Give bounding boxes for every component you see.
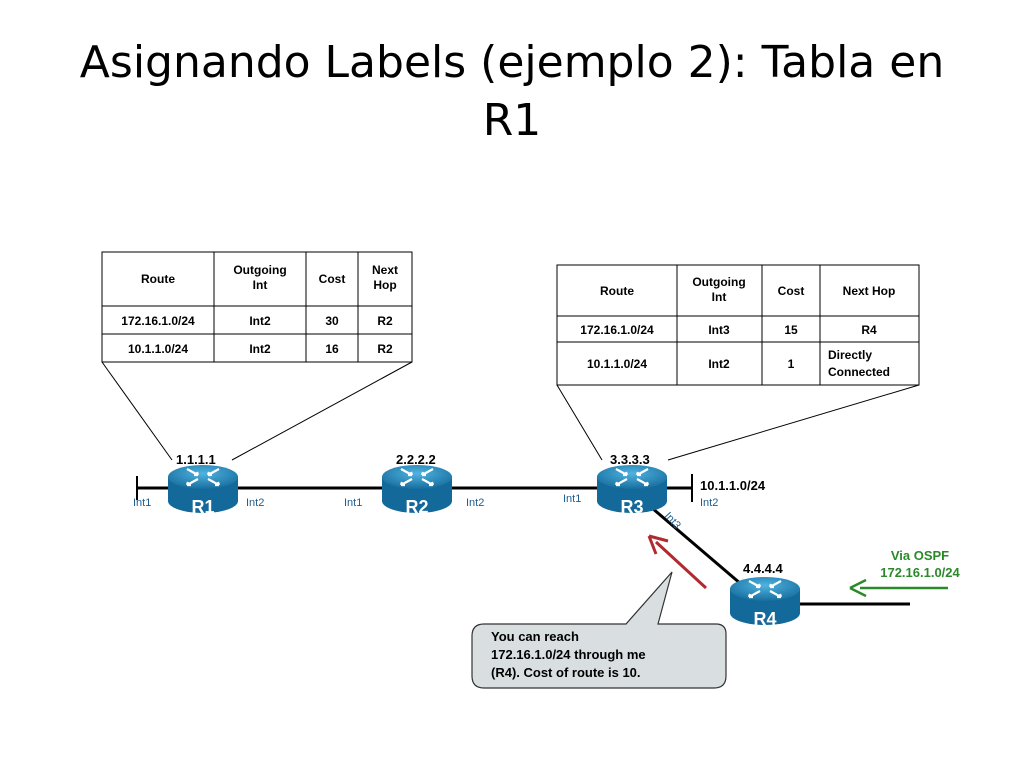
r3-table-pointer [556,384,920,461]
r3-int3-label: Int3 [662,510,683,532]
ospf-label-line1: Via OSPF [891,548,949,563]
r1-routing-table: Route Outgoing Int Cost Next Hop 172.16.… [101,251,413,363]
router-r1-label: R1 [191,497,214,517]
slide-title: Asignando Labels (ejemplo 2): Tabla en R… [0,34,1024,150]
r1-cell: R2 [377,342,393,356]
r3-int1-label: Int1 [563,493,581,505]
r3-cell: R4 [861,323,877,337]
callout-line2: 172.16.1.0/24 through me [491,647,646,662]
r3-header-nexthop: Next Hop [843,284,896,298]
r3-int2-label: Int2 [700,497,718,509]
r2-int1-label: Int1 [344,497,362,509]
r1-header-outgoing-line1: Outgoing [233,263,286,277]
r1-header-cost: Cost [319,272,346,286]
network-10-1-1-0-label: 10.1.1.0/24 [700,478,766,493]
router-r3-label: R3 [620,497,643,517]
r1-router-id: 1.1.1.1 [176,452,216,467]
r4-callout: You can reach 172.16.1.0/24 through me (… [471,571,727,689]
r3-header-route: Route [600,284,634,298]
ospf-label-line2: 172.16.1.0/24 [880,565,960,580]
r1-cell: R2 [377,314,393,328]
r3-header-outgoing-line1: Outgoing [692,275,745,289]
r2-int2-label: Int2 [466,497,484,509]
router-r4[interactable]: R4 [730,577,800,629]
r3-cell: Int3 [708,323,730,337]
r3-cell: Int2 [708,357,730,371]
r1-cell: 30 [325,314,339,328]
r3-cell: 172.16.1.0/24 [580,323,654,337]
r3-cell: 10.1.1.0/24 [587,357,647,371]
r1-cell: Int2 [249,314,271,328]
slide-title-line2: R1 [482,95,542,146]
r1-cell: Int2 [249,342,271,356]
r4-router-id: 4.4.4.4 [743,561,784,576]
r1-header-route: Route [141,272,175,286]
r1-cell: 16 [325,342,339,356]
r1-int1-label: Int1 [133,497,151,509]
r2-router-id: 2.2.2.2 [396,452,436,467]
r1-cell: 172.16.1.0/24 [121,314,195,328]
router-r2[interactable]: R2 [382,465,452,517]
r3-header-outgoing-line2: Int [712,290,727,304]
r3-cell-nexthop-line1: Directly [828,348,872,362]
network-labels: 1.1.1.1 2.2.2.2 3.3.3.3 4.4.4.4 Int1 Int… [133,452,961,580]
r3-r4-link [651,506,749,592]
r3-router-id: 3.3.3.3 [610,452,650,467]
callout-line1: You can reach [491,629,579,644]
callout-line3: (R4). Cost of route is 10. [491,665,641,680]
router-r2-label: R2 [405,497,428,517]
r1-int2-label: Int2 [246,497,264,509]
router-r3[interactable]: R3 [597,465,667,517]
advertisement-arrow [647,534,708,590]
ospf-arrow [849,578,948,598]
r3-cell: 15 [784,323,798,337]
router-r4-label: R4 [753,609,776,629]
r3-cell-nexthop-line2: Connected [828,365,890,379]
r1-header-nexthop-line1: Next [372,263,398,277]
r1-cell: 10.1.1.0/24 [128,342,188,356]
r3-routing-table: Route Outgoing Int Cost Next Hop 172.16.… [556,264,920,386]
r1-header-nexthop-line2: Hop [373,278,396,292]
r3-cell: 1 [788,357,795,371]
slide-title-line1: Asignando Labels (ejemplo 2): Tabla en [79,37,945,88]
router-r1[interactable]: R1 [168,465,238,517]
r3-header-cost: Cost [778,284,805,298]
r1-table-pointer [101,361,413,461]
r1-header-outgoing-line2: Int [253,278,268,292]
